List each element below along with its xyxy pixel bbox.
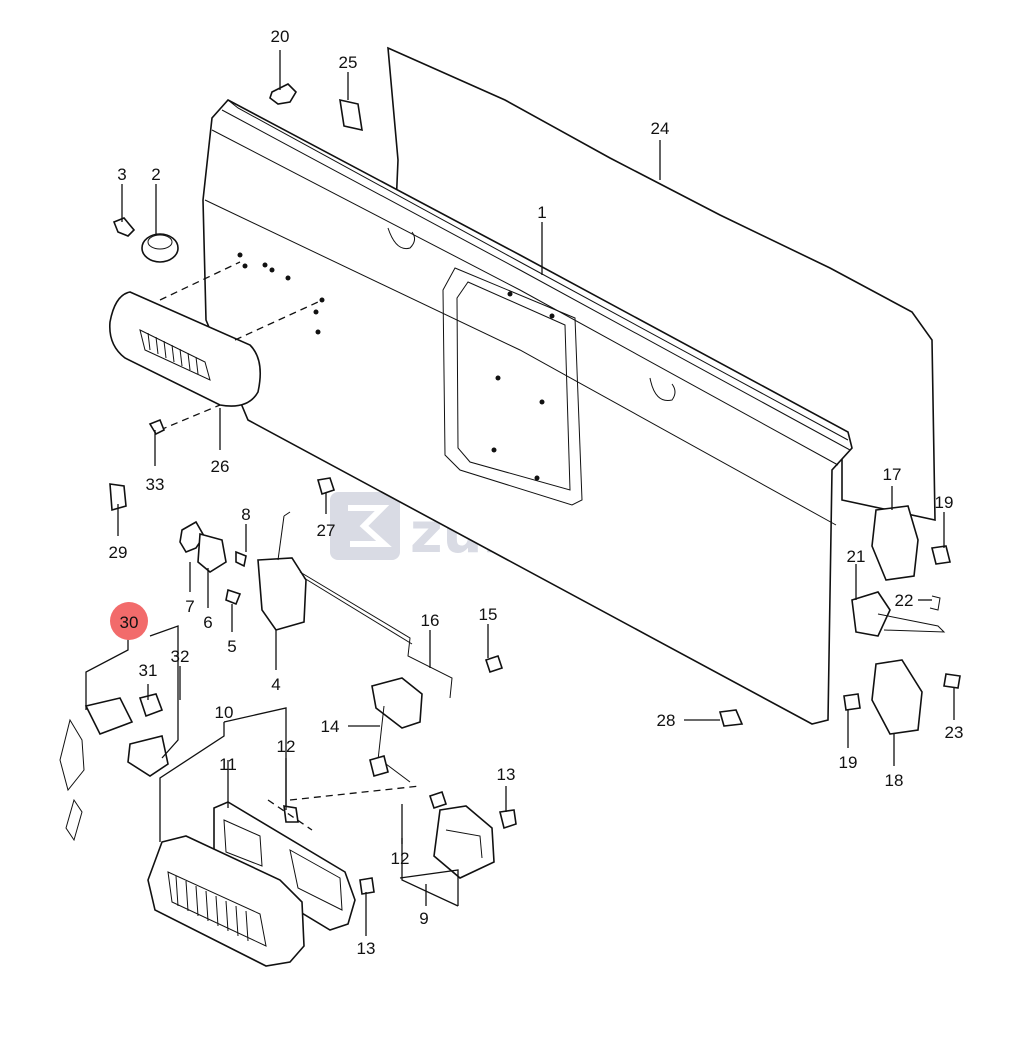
- part-label-8[interactable]: 8: [241, 505, 250, 524]
- part-label-27[interactable]: 27: [317, 521, 336, 540]
- bumper-2: [141, 233, 179, 263]
- highlight-marker: [110, 602, 148, 640]
- part-label-9[interactable]: 9: [419, 909, 428, 928]
- part-label-17[interactable]: 17: [883, 465, 902, 484]
- bolt-20: [269, 83, 298, 105]
- bracket-29: [109, 483, 127, 512]
- patch-25: [339, 98, 363, 132]
- part-label-29[interactable]: 29: [109, 543, 128, 562]
- part-label-13-bottom[interactable]: 13: [357, 939, 376, 958]
- garnish-assembly: [147, 785, 421, 967]
- part-label-2[interactable]: 2: [151, 165, 160, 184]
- part-label-16[interactable]: 16: [421, 611, 440, 630]
- part-label-22[interactable]: 22: [895, 591, 914, 610]
- part-label-24[interactable]: 24: [651, 119, 670, 138]
- bolt-3: [112, 217, 136, 237]
- part-label-1[interactable]: 1: [537, 203, 546, 222]
- part-label-28[interactable]: 28: [657, 711, 676, 730]
- part-label-4[interactable]: 4: [271, 675, 280, 694]
- hinge-assembly-right: [718, 505, 961, 735]
- tailgate-panel: [202, 46, 936, 725]
- key-cylinder-assembly: [59, 693, 169, 842]
- rear-cover-top: [108, 261, 319, 431]
- part-label-25[interactable]: 25: [339, 53, 358, 72]
- part-label-19-bottom[interactable]: 19: [839, 753, 858, 772]
- part-label-13-right[interactable]: 13: [497, 765, 516, 784]
- part-label-15[interactable]: 15: [479, 605, 498, 624]
- nut-27: [316, 477, 336, 496]
- latch-assembly-left: [179, 511, 307, 631]
- part-label-20[interactable]: 20: [271, 27, 290, 46]
- leader-lines: [85, 50, 955, 936]
- part-label-19-top[interactable]: 19: [935, 493, 954, 512]
- part-label-33[interactable]: 33: [146, 475, 165, 494]
- part-label-26[interactable]: 26: [211, 457, 230, 476]
- part-label-10[interactable]: 10: [215, 703, 234, 722]
- part-label-6[interactable]: 6: [203, 613, 212, 632]
- part-label-23[interactable]: 23: [945, 723, 964, 742]
- part-label-14[interactable]: 14: [321, 717, 340, 736]
- part-label-11[interactable]: 11: [219, 755, 237, 774]
- part-label-5[interactable]: 5: [227, 637, 236, 656]
- part-label-12-top[interactable]: 12: [277, 737, 296, 756]
- part-label-18[interactable]: 18: [885, 771, 904, 790]
- part-label-12-bottom[interactable]: 12: [391, 849, 410, 868]
- handle-9: [428, 790, 517, 879]
- part-label-31[interactable]: 31: [139, 661, 158, 680]
- rod-and-handle-center: [299, 571, 504, 783]
- part-label-21[interactable]: 21: [847, 547, 866, 566]
- part-label-30[interactable]: 30: [120, 613, 139, 632]
- part-label-32[interactable]: 32: [171, 647, 190, 666]
- clip-33: [148, 418, 166, 436]
- part-label-7[interactable]: 7: [185, 597, 194, 616]
- part-labels: 20 25 24 1 3 2 33 26 29 27 8 7 6 5 4 16 …: [109, 27, 964, 958]
- part-label-3[interactable]: 3: [117, 165, 126, 184]
